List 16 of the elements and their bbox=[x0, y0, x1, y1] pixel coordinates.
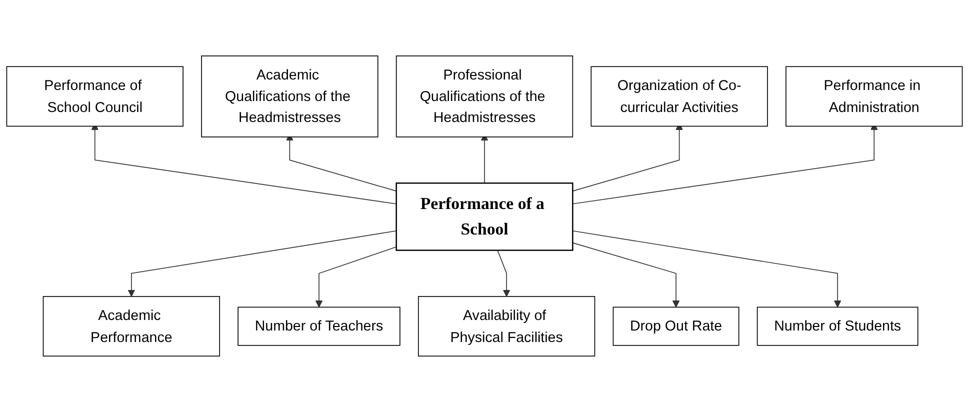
node-box: Professional Qualifications of the Headmistresses bbox=[396, 55, 574, 138]
node-box: Academic Qualifications of the Headmistresses bbox=[201, 55, 378, 138]
node-box: Number of Teachers bbox=[238, 306, 400, 346]
node-box: Performance of a School bbox=[396, 182, 574, 251]
arrow bbox=[315, 246, 397, 308]
node-box: Performance in Administration bbox=[786, 66, 963, 127]
node-box: Availability of Physical Facilities bbox=[418, 296, 596, 357]
arrow bbox=[572, 230, 842, 308]
node-box: Number of Students bbox=[756, 306, 918, 346]
arrow bbox=[572, 242, 680, 308]
node-box: Organization of Co-curricular Activities bbox=[590, 66, 768, 127]
node-box: Academic Performance bbox=[42, 296, 220, 357]
node-box: Performance of School Council bbox=[6, 66, 184, 127]
arrow bbox=[497, 250, 510, 297]
arrow bbox=[128, 230, 397, 297]
node-box: Drop Out Rate bbox=[612, 306, 740, 346]
